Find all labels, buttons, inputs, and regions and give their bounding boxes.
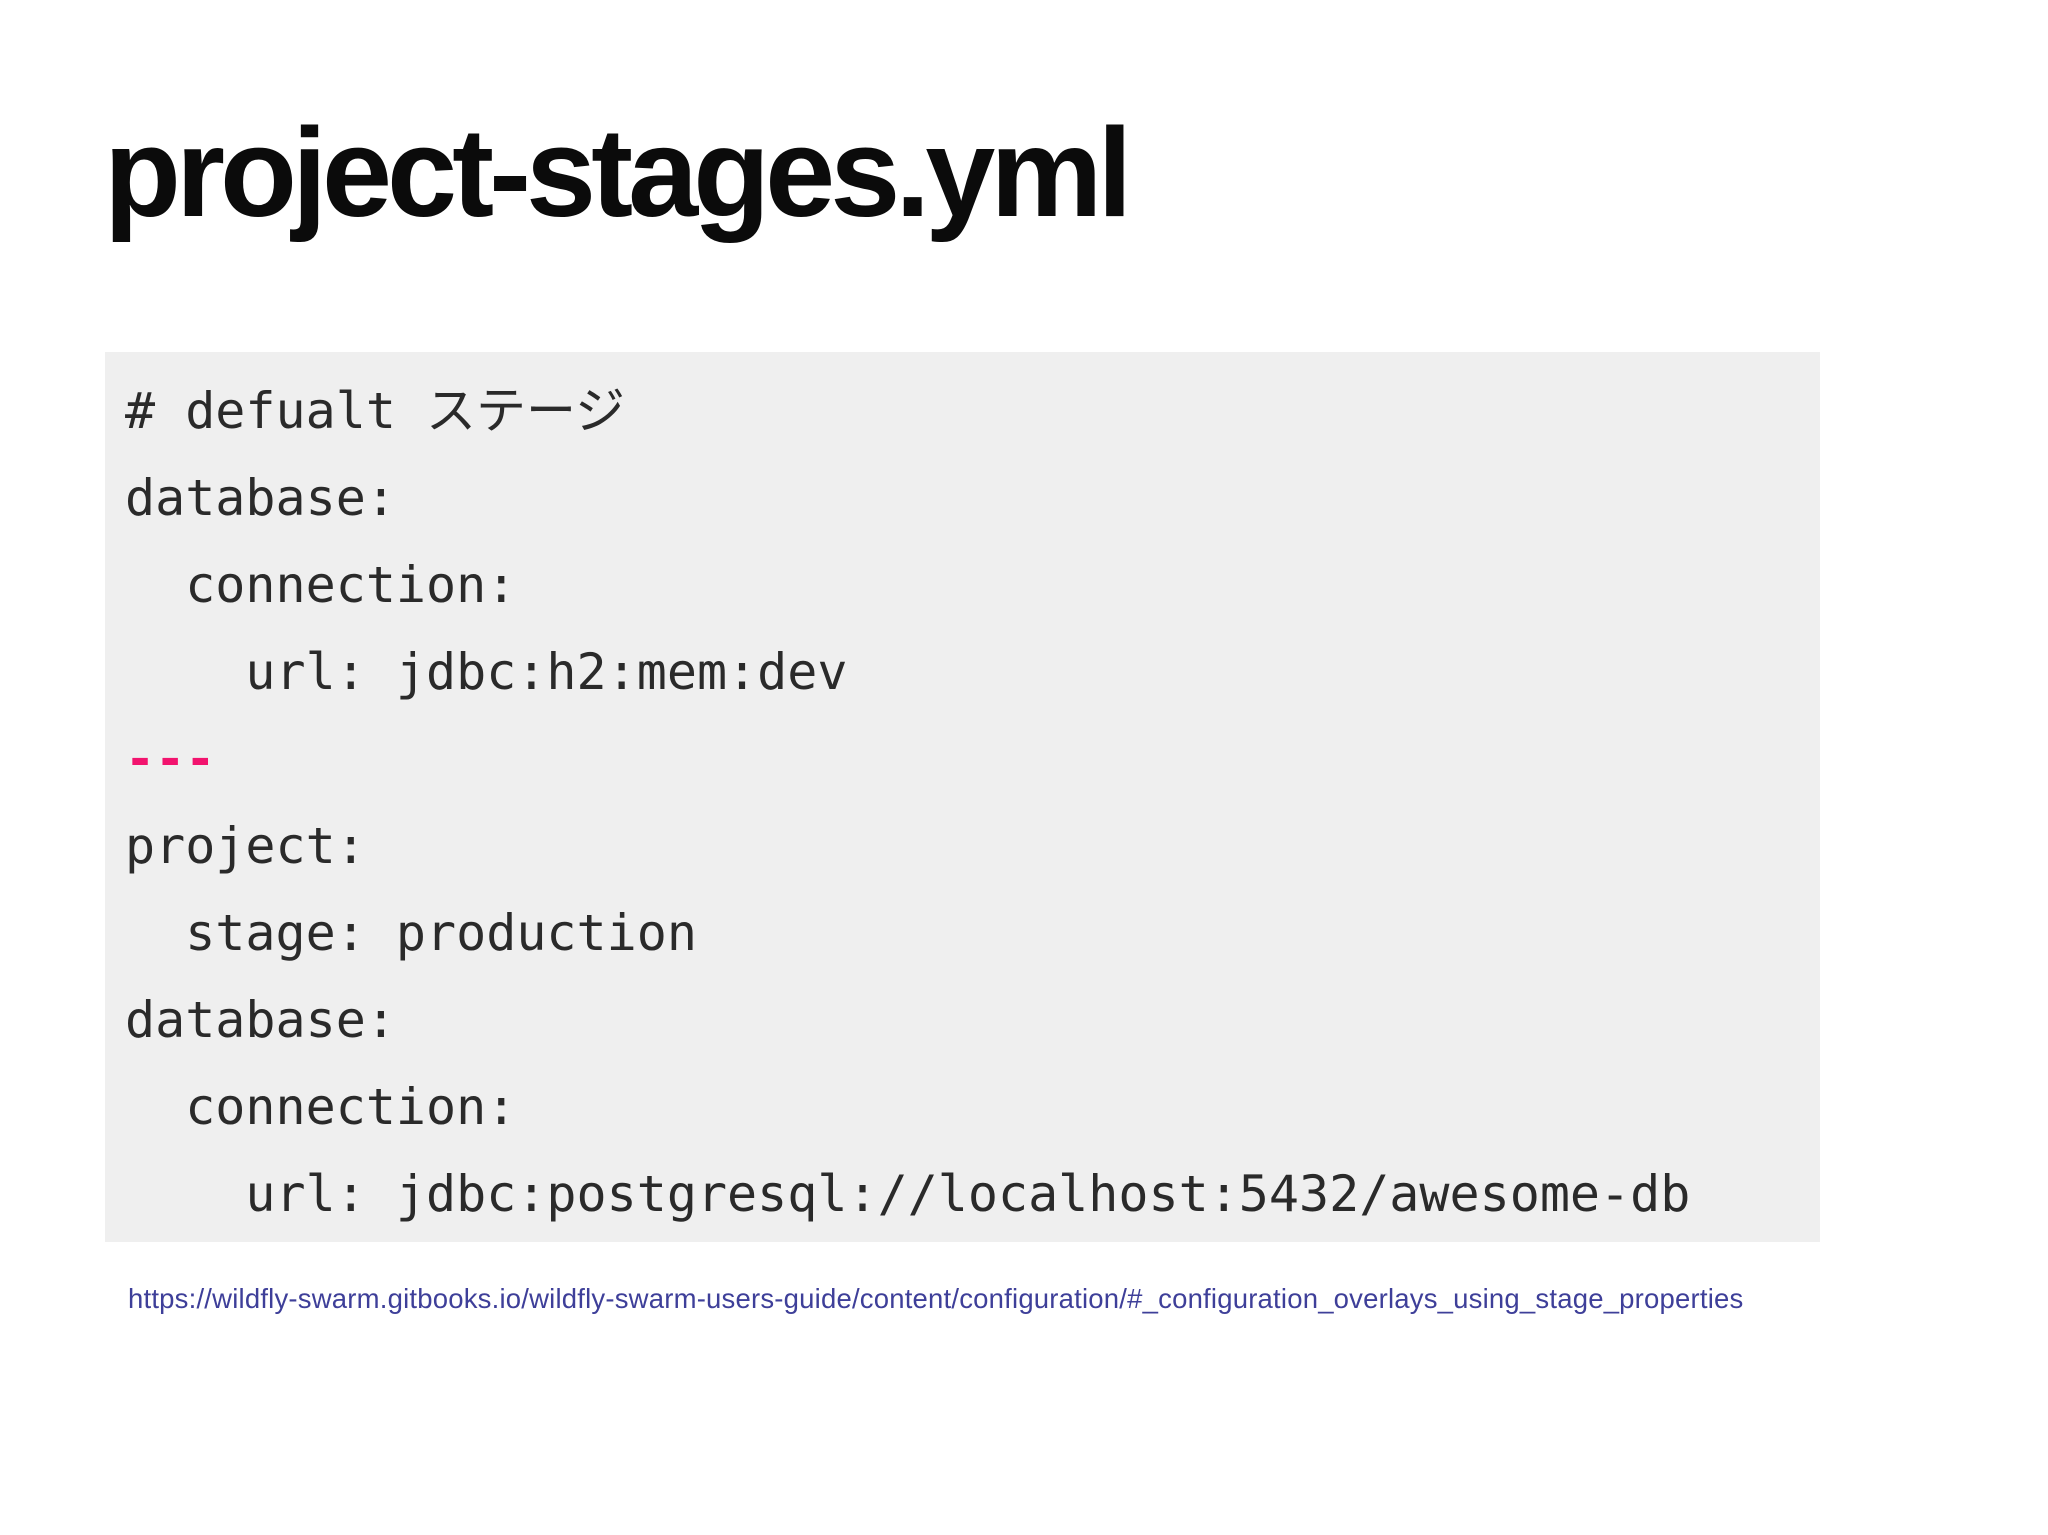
page-title: project-stages.yml	[104, 102, 1132, 243]
source-link[interactable]: https://wildfly-swarm.gitbooks.io/wildfl…	[128, 1283, 1744, 1314]
yaml-code-block: # defualt ステージ database: connection: url:…	[105, 352, 1820, 1242]
code-line: # defualt ステージ	[125, 382, 626, 440]
code-line: stage: production	[125, 904, 697, 962]
code-line: url: jdbc:h2:mem:dev	[125, 643, 848, 701]
code-line: url: jdbc:postgresql://localhost:5432/aw…	[125, 1165, 1691, 1223]
code-line: database:	[125, 991, 396, 1049]
code-line: database:	[125, 469, 396, 527]
code-line: project:	[125, 817, 366, 875]
yaml-document-separator: ---	[125, 730, 216, 788]
code-line: connection:	[125, 1078, 517, 1136]
code-line: connection:	[125, 556, 517, 614]
